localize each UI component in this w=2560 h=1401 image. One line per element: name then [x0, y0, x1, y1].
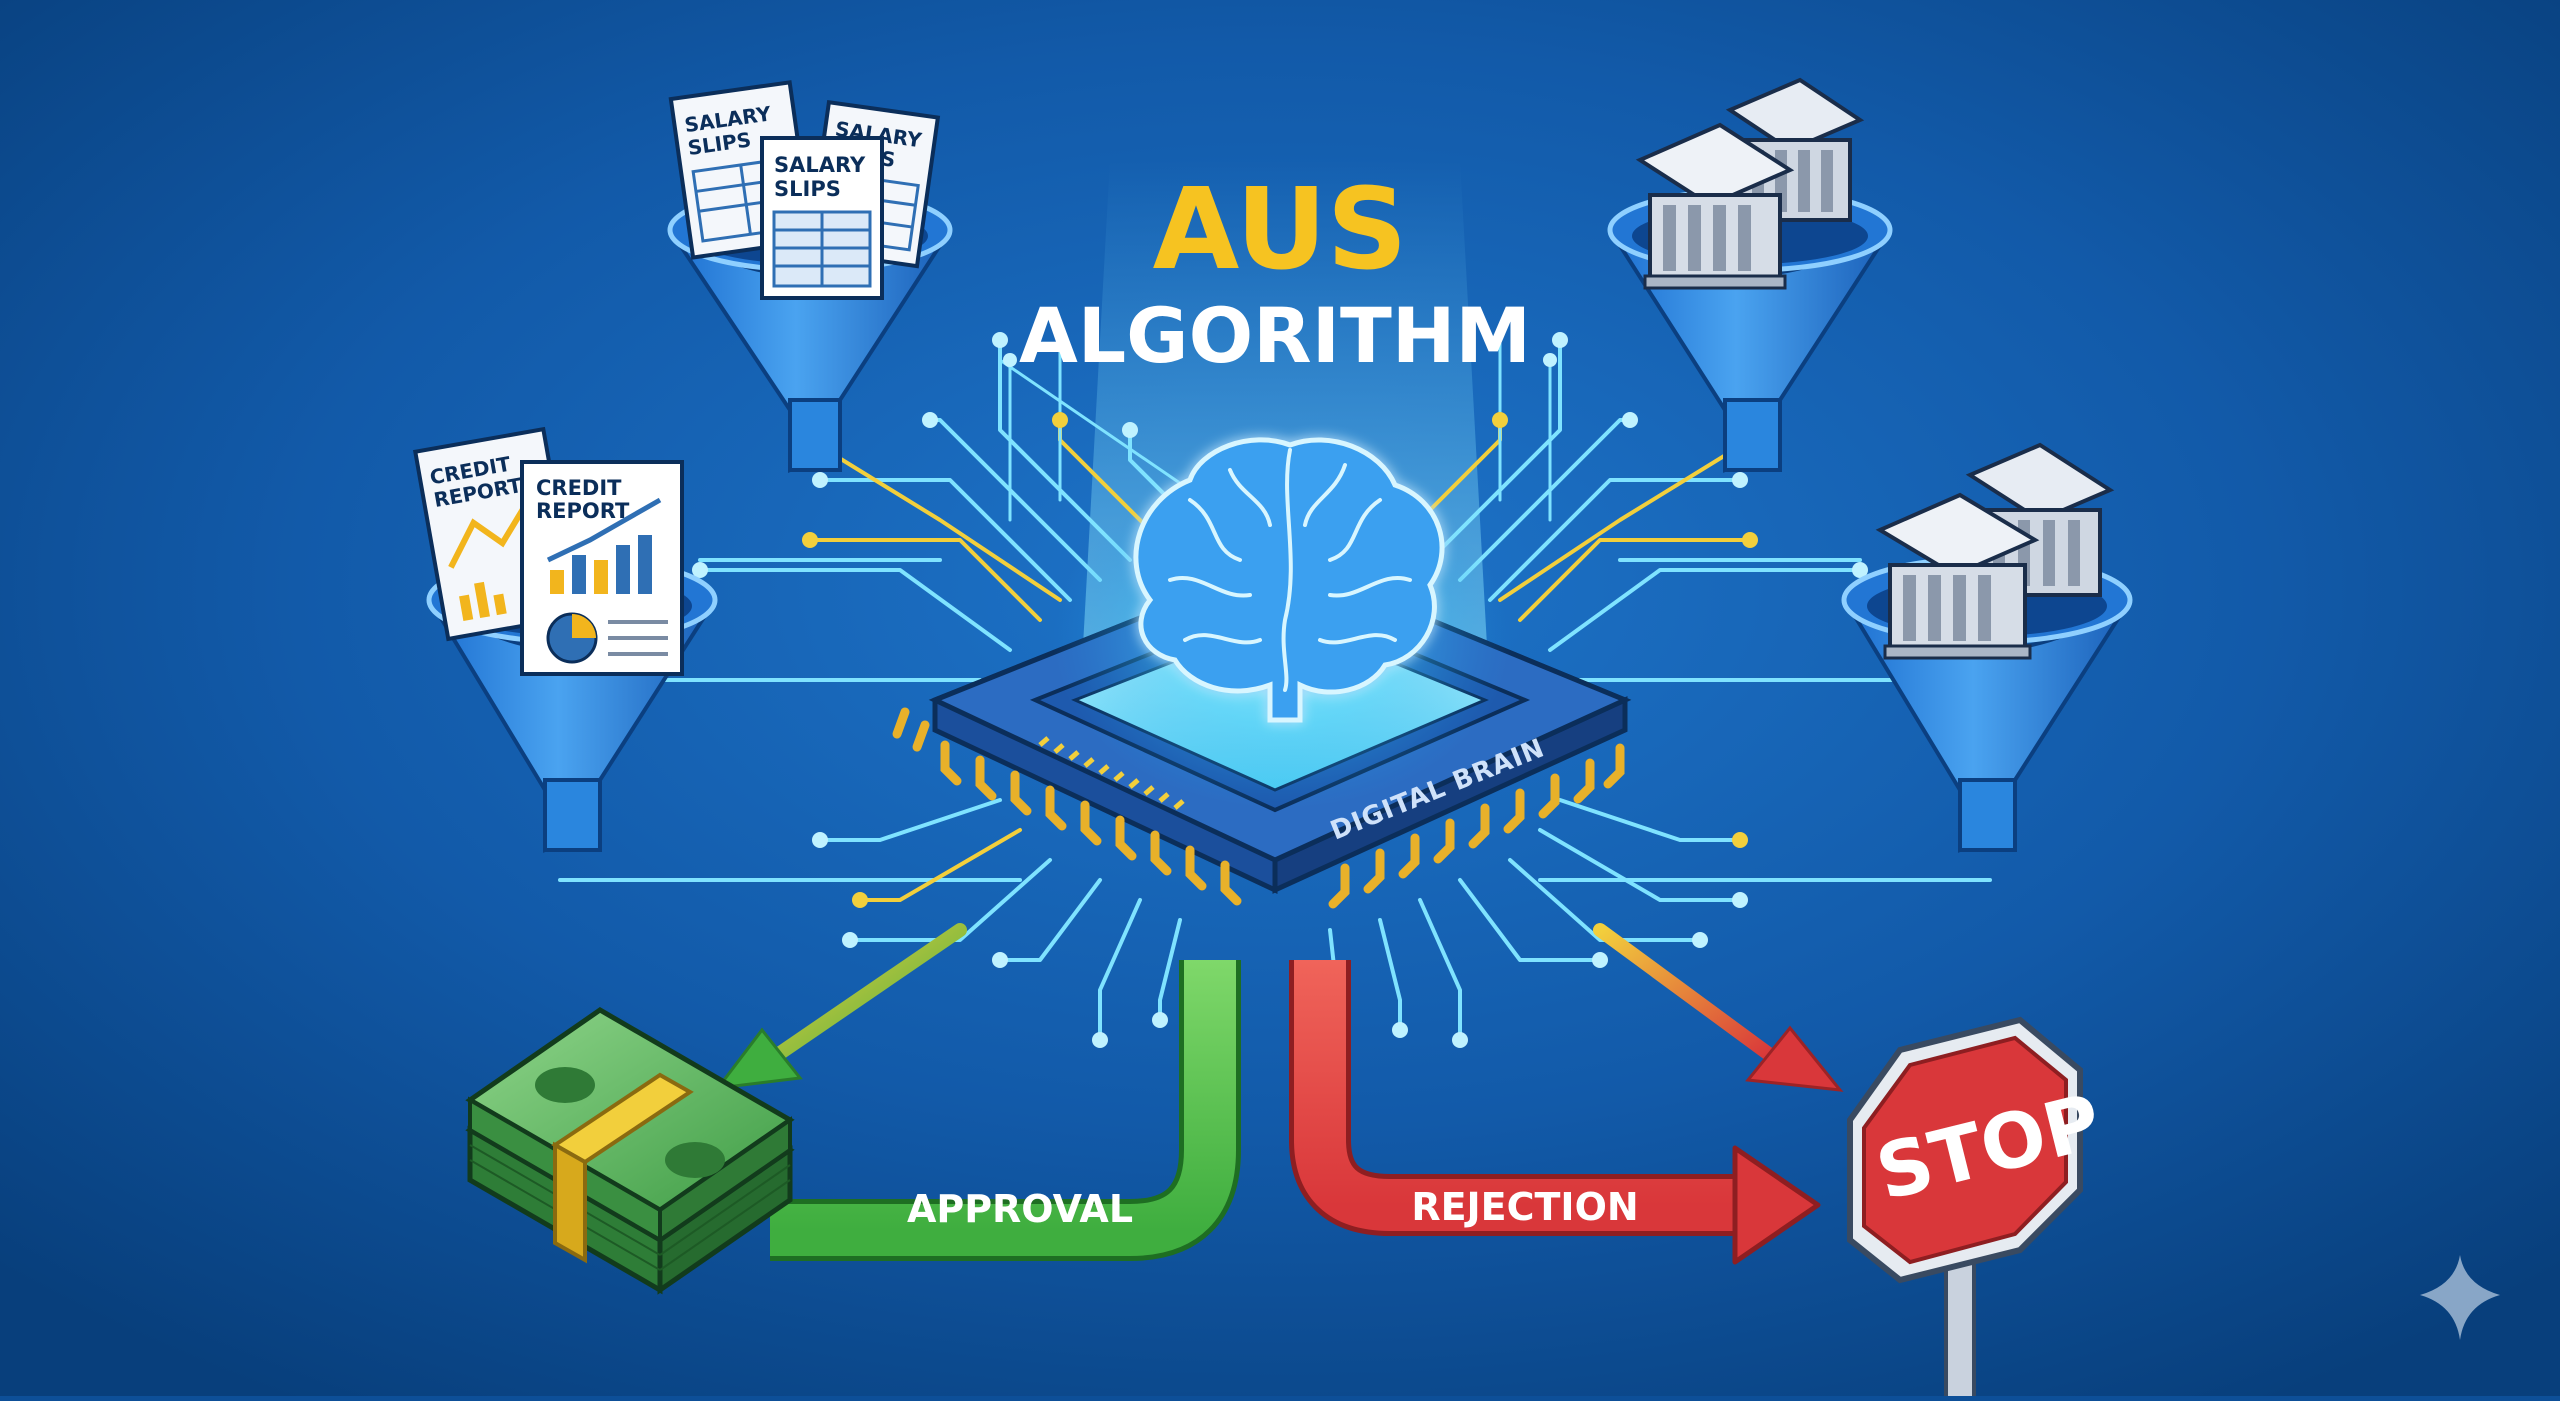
trace-node [1122, 422, 1138, 438]
trace-node [1622, 412, 1638, 428]
trace-node [922, 412, 938, 428]
funnel-spout [545, 780, 600, 850]
salary-c-line2: SLIPS [774, 177, 841, 201]
trace-node [1052, 412, 1068, 428]
trace-node [842, 932, 858, 948]
trace-node [992, 332, 1008, 348]
credit-report-icon: CREDIT REPORT CREDIT REPORT [415, 429, 682, 674]
trace-node [1392, 1022, 1408, 1038]
bar-mark [572, 555, 586, 594]
trace-node [1003, 353, 1017, 367]
credit-b-line1: CREDIT [536, 476, 622, 500]
bar-mark [550, 570, 564, 594]
funnel-spout [1725, 400, 1780, 470]
trace-node [992, 952, 1008, 968]
trace-node [812, 832, 828, 848]
trace-node [1732, 472, 1748, 488]
credit-b-line2: REPORT [536, 499, 630, 523]
trace-node [1592, 952, 1608, 968]
trace-node [1092, 1032, 1108, 1048]
title-sub: ALGORITHM [1019, 291, 1531, 380]
bar-mark [638, 535, 652, 594]
title-main: AUS [1153, 165, 1408, 295]
approval-label: APPROVAL [907, 1187, 1133, 1231]
trace-node [1543, 353, 1557, 367]
trace-node [852, 892, 868, 908]
trace-node [802, 532, 818, 548]
trace-node [1692, 932, 1708, 948]
trace-node [1732, 832, 1748, 848]
trace-node [1452, 1032, 1468, 1048]
trace-node [1492, 412, 1508, 428]
trace-node [1152, 1012, 1168, 1028]
trace-node [1742, 532, 1758, 548]
trace-node [812, 472, 828, 488]
bar-mark [616, 545, 630, 594]
trace-node [1732, 892, 1748, 908]
funnel-spout [1960, 780, 2015, 850]
rejection-label: REJECTION [1411, 1185, 1638, 1229]
bar-mark [594, 560, 608, 594]
trace-node [1552, 332, 1568, 348]
funnel-spout [790, 400, 840, 470]
salary-c-line1: SALARY [774, 153, 866, 177]
